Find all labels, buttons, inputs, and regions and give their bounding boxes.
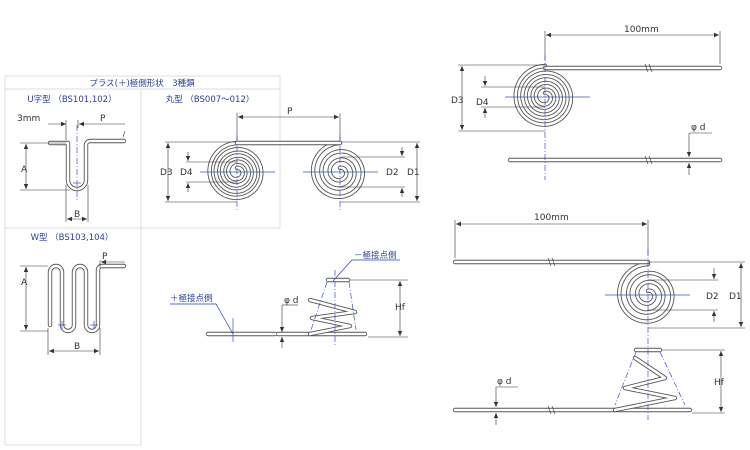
plus-dim-length: 100mm [624,25,659,35]
round-spiral-right [310,140,365,200]
round-dim-d1: D1 [407,168,420,178]
round-dim-p: P [287,107,293,117]
minus-dim-d1: D1 [729,292,742,302]
u-type-drawing: 3mm P A B [17,114,127,222]
u-dim-3mm: 3mm [17,114,40,124]
round-type-title: 丸型 （BS007～012） [166,94,255,105]
round-dim-d3: D3 [160,168,173,178]
u-type-title: U字型 （BS101,102） [27,94,116,105]
u-dim-b: B [74,210,80,220]
u-dim-p: P [100,114,106,124]
table-header: プラス(＋)極側形状 3種類 [89,78,195,89]
w-dim-a: A [21,278,28,288]
plus-contact-label: ＋極接点側 [170,293,213,304]
minus-contact-label: －極接点側 [354,250,397,261]
round-dim-d4: D4 [180,168,193,178]
minus-spring-drawing: 100mm D2 D1 φ d Hf [452,213,745,425]
minus-dim-d2: D2 [706,292,719,302]
side-dim-d: φ d [284,296,299,306]
plus-dim-d4: D4 [476,98,489,108]
round-spiral-left-wire [208,141,263,200]
minus-dim-hf: Hf [714,378,725,388]
u-dim-a: A [21,165,28,175]
w-type-title: W型 （BS103,104） [31,232,114,243]
w-type-drawing: P A B [20,252,127,355]
w-dim-p: P [102,252,108,262]
side-dim-hf: Hf [395,303,406,313]
round-spiral-right-wire [311,141,365,199]
w-dim-b: B [74,342,80,352]
plus-spiral [513,63,574,127]
plus-dim-d: φ d [691,123,706,133]
minus-dim-d: φ d [497,377,512,387]
round-type-drawing: P D3 D4 D2 D1 [160,107,420,210]
shape-table: プラス(＋)極側形状 3種類 U字型 （BS101,102） 丸型 （BS007… [4,75,281,446]
round-dim-d2: D2 [386,168,399,178]
plus-dim-d3: D3 [451,96,464,106]
minus-dim-length: 100mm [534,213,569,223]
round-spiral-left [207,140,264,201]
minus-spiral [617,261,675,324]
plus-spring-drawing: 100mm D3 D4 φ d [451,25,723,180]
side-view-drawing: ＋極接点側 －極接点側 φ d Hf [170,250,408,348]
